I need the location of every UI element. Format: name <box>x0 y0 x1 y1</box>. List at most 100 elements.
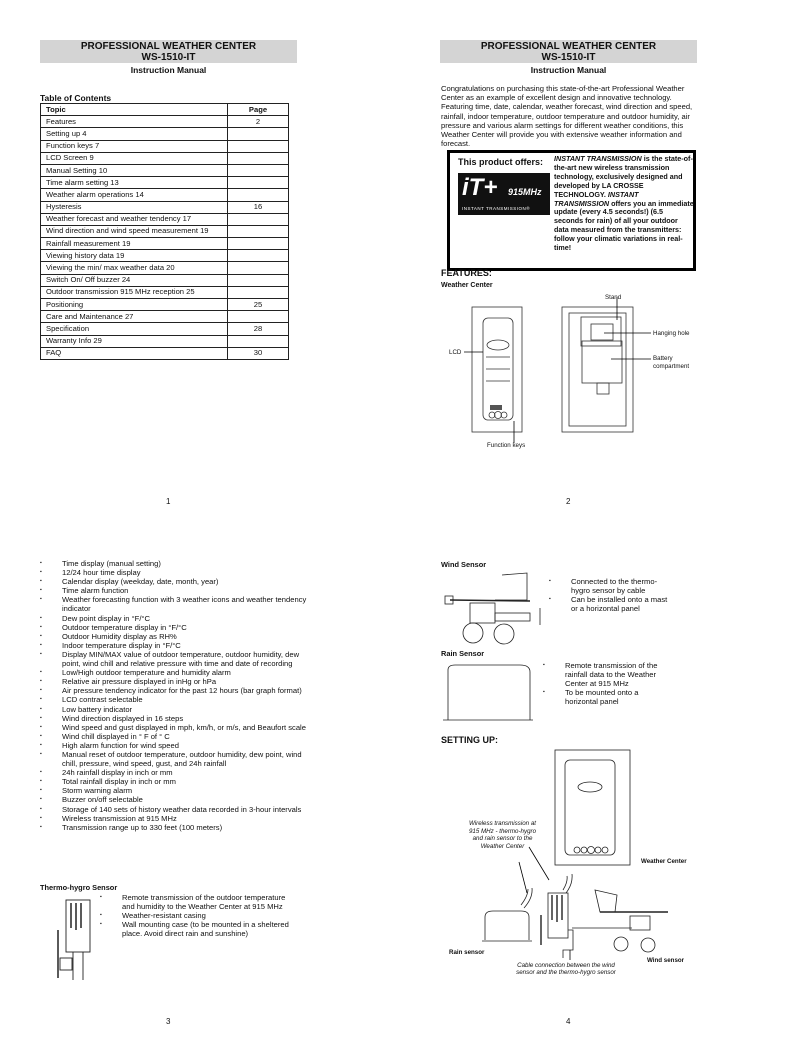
label-function-keys: Function keys <box>487 442 526 449</box>
list-item: Wall mounting case (to be mounted in a s… <box>100 920 300 938</box>
list-item: Wind speed and gust displayed in mph, km… <box>40 723 310 732</box>
front-panel <box>471 306 523 433</box>
list-item: Wind chill displayed in ° F of ° C <box>40 732 310 741</box>
offers-title: This product offers: <box>458 157 543 167</box>
setup-weather-center <box>554 749 631 866</box>
wind-heading: Wind Sensor <box>441 560 487 569</box>
page-number: 2 <box>566 497 571 506</box>
toc-row: Manual Setting 10 <box>40 163 289 178</box>
wireless-note: Wireless transmission at 915 MHz - therm… <box>468 820 537 850</box>
list-item: Connected to the thermo-hygro sensor by … <box>549 577 674 595</box>
lcd-screen <box>482 317 514 421</box>
list-item: Remote transmission of the outdoor tempe… <box>100 893 300 911</box>
offers-text1: is the state-of-the-art new wireless tra… <box>554 154 693 199</box>
intro-paragraph: Congratulations on purchasing this state… <box>441 84 693 149</box>
list-item: 12/24 hour time display <box>40 568 310 577</box>
list-item: Relative air pressure displayed in inHg … <box>40 677 310 686</box>
list-item: Manual reset of outdoor temperature, out… <box>40 750 310 768</box>
label-battery: Battery compartment <box>653 355 690 370</box>
toc-row: Setting up 4 <box>40 127 289 141</box>
list-item: Outdoor Humidity display as RH% <box>40 632 310 641</box>
toc-row: Function keys 7 <box>40 139 289 153</box>
it-logo-sub: INSTANT TRANSMISSION® <box>462 206 531 211</box>
list-item: Wind direction displayed in 16 steps <box>40 714 310 723</box>
list-item: Indoor temperature display in °F/°C <box>40 641 310 650</box>
back-panel <box>561 306 634 433</box>
page-number: 1 <box>166 497 171 506</box>
thermo-heading: Thermo-hygro Sensor <box>40 883 118 892</box>
list-item: Can be installed onto a mast or a horizo… <box>549 595 674 613</box>
list-item: Low battery indicator <box>40 705 310 714</box>
list-item: Time alarm function <box>40 586 310 595</box>
list-item: Storage of 140 sets of history weather d… <box>40 805 310 814</box>
offers-box: This product offers: iT+ 915MHz INSTANT … <box>447 150 696 271</box>
list-item: Buzzer on/off selectable <box>40 795 310 804</box>
list-item: Weather-resistant casing <box>100 911 300 920</box>
list-item: Calendar display (weekday, date, month, … <box>40 577 310 586</box>
toc-title: Table of Contents <box>40 93 112 103</box>
list-item: LCD contrast selectable <box>40 695 310 704</box>
toc-page: 30 <box>227 346 289 360</box>
thermo-list: Remote transmission of the outdoor tempe… <box>100 893 300 938</box>
page-number: 4 <box>566 1017 571 1026</box>
list-item: Low/High outdoor temperature and humidit… <box>40 668 310 677</box>
list-item: Wireless transmission at 915 MHz <box>40 814 310 823</box>
it-logo: iT+ 915MHz INSTANT TRANSMISSION® <box>458 173 550 215</box>
label-wind-sensor: Wind sensor <box>647 957 685 964</box>
page-number: 3 <box>166 1017 171 1026</box>
offers-text: INSTANT TRANSMISSION is the state-of-the… <box>554 154 694 253</box>
it-logo-mark: iT+ <box>462 174 498 201</box>
offers-text2: offers you an immediate update (every 4.… <box>554 198 694 253</box>
features-heading: FEATURES: <box>441 268 492 278</box>
list-item: High alarm function for wind speed <box>40 741 310 750</box>
list-item: Display MIN/MAX value of outdoor tempera… <box>40 650 310 668</box>
label-hanging-hole: Hanging hole <box>653 330 690 337</box>
label-weather-center: Weather Center <box>641 858 687 865</box>
offers-lead: INSTANT TRANSMISSION <box>554 154 642 163</box>
list-item: Dew point display in °F/°C <box>40 614 310 623</box>
doc-model: WS-1510-IT <box>141 52 196 63</box>
rain-list: Remote transmission of the rainfall data… <box>543 661 673 706</box>
weather-center-heading: Weather Center <box>441 282 493 289</box>
features-list: Time display (manual setting)12/24 hour … <box>40 559 310 832</box>
doc-title: PROFESSIONAL WEATHER CENTER <box>480 41 657 52</box>
doc-model: WS-1510-IT <box>541 52 596 63</box>
toc-row: Time alarm setting 13 <box>40 176 289 190</box>
label-rain-sensor: Rain sensor <box>449 949 485 956</box>
doc-subtitle: Instruction Manual <box>530 65 607 75</box>
cable-note: Cable connection between the wind sensor… <box>516 962 616 977</box>
list-item: To be mounted onto a horizontal panel <box>543 688 673 706</box>
doc-title: PROFESSIONAL WEATHER CENTER <box>80 41 257 52</box>
list-item: Time display (manual setting) <box>40 559 310 568</box>
wind-vane <box>495 572 528 601</box>
list-item: 24h rainfall display in inch or mm <box>40 768 310 777</box>
list-item: Weather forecasting function with 3 weat… <box>40 595 310 613</box>
it-logo-freq: 915MHz <box>508 187 542 197</box>
label-stand: Stand <box>605 294 622 301</box>
rain-heading: Rain Sensor <box>441 649 485 658</box>
list-item: Air pressure tendency indicator for the … <box>40 686 310 695</box>
toc-topic: FAQ <box>40 346 228 360</box>
doc-subtitle: Instruction Manual <box>130 65 207 75</box>
list-item: Total rainfall display in inch or mm <box>40 777 310 786</box>
list-item: Storm warning alarm <box>40 786 310 795</box>
toc-row: LCD Screen 9 <box>40 151 289 165</box>
list-item: Transmission range up to 330 feet (100 m… <box>40 823 310 832</box>
offers-lead2: INSTANT TRANSMISSION <box>554 189 639 208</box>
list-item: Remote transmission of the rainfall data… <box>543 661 673 688</box>
toc-row: Viewing the min/ max weather data 20 <box>40 261 289 275</box>
setting-up-heading: SETTING UP: <box>441 735 499 745</box>
label-lcd: LCD <box>449 349 462 356</box>
list-item: Outdoor temperature display in °F/°C <box>40 623 310 632</box>
wind-list: Connected to the thermo-hygro sensor by … <box>549 577 674 613</box>
